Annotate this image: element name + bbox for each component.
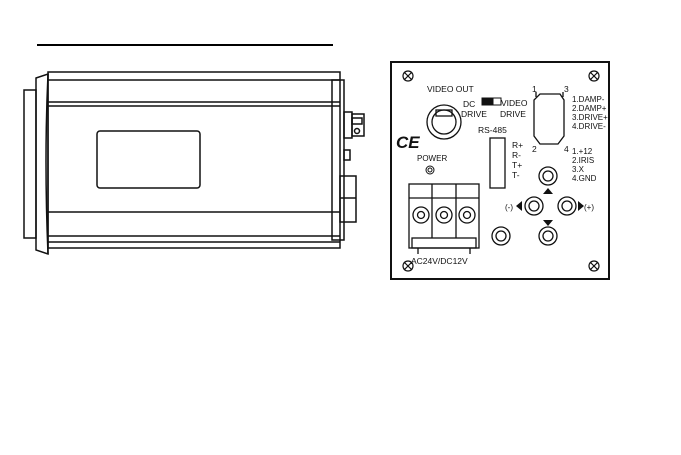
power-led-icon xyxy=(426,166,434,174)
camera-label-plate xyxy=(97,131,200,188)
side-connector xyxy=(340,176,356,222)
adjust-plus-label: (+) xyxy=(584,203,594,212)
dc-drive-label-2: DRIVE xyxy=(461,109,487,119)
down-arrow-icon xyxy=(543,220,553,226)
ce-mark: CE xyxy=(396,133,420,152)
up-arrow-icon xyxy=(543,188,553,194)
left-adjust-button xyxy=(525,197,543,215)
lens-corner-label: 2 xyxy=(532,144,537,154)
drive-select-switch xyxy=(482,98,501,105)
rs485-pin: R- xyxy=(512,150,521,160)
lens-corner-label: 3 xyxy=(564,84,569,94)
camera-rear-cap xyxy=(332,80,344,240)
lens-connector xyxy=(534,92,564,144)
up-adjust-button xyxy=(539,167,557,185)
rear-panel: VIDEO OUT DC DRIVE VIDEO DRIVE CE RS-485… xyxy=(391,62,609,279)
screw-icon xyxy=(403,71,413,81)
screw-icon xyxy=(589,71,599,81)
screw-icon xyxy=(589,261,599,271)
power-connector-label: AC24V/DC12V xyxy=(411,256,468,266)
camera-front-hood xyxy=(24,90,36,238)
lens-pin-label: 1.+12 xyxy=(572,147,593,156)
rs485-label: RS-485 xyxy=(478,125,507,135)
bnc-connector xyxy=(344,112,364,138)
left-arrow-icon xyxy=(516,201,522,211)
rs485-pin: T- xyxy=(512,170,520,180)
adjust-minus-label: (-) xyxy=(505,203,513,212)
rs485-pin: R+ xyxy=(512,140,523,150)
extra-button xyxy=(492,227,510,245)
right-adjust-button xyxy=(558,197,576,215)
dc-drive-label-1: DC xyxy=(463,99,475,109)
lens-corner-label: 1 xyxy=(532,84,537,94)
lens-pin-label: 3.DRIVE+ xyxy=(572,113,608,122)
video-drive-label-2: DRIVE xyxy=(500,109,526,119)
lens-corner-label: 4 xyxy=(564,144,569,154)
power-label: POWER xyxy=(417,154,447,163)
video-out-connector xyxy=(427,105,461,139)
down-adjust-button xyxy=(539,227,557,245)
lens-pin-label: 2.DAMP+ xyxy=(572,104,607,113)
lens-pin-label: 4.DRIVE- xyxy=(572,122,606,131)
camera-body xyxy=(48,72,340,248)
video-drive-label-1: VIDEO xyxy=(501,98,528,108)
lens-pin-label: 2.IRIS xyxy=(572,156,594,165)
lens-pin-label: 4.GND xyxy=(572,174,597,183)
camera-side-view xyxy=(24,72,364,254)
power-terminal-block xyxy=(409,184,479,254)
lens-pin-label: 3.X xyxy=(572,165,585,174)
lens-pin-label: 1.DAMP- xyxy=(572,95,605,104)
rs485-pin: T+ xyxy=(512,160,522,170)
rs485-terminal xyxy=(490,138,505,188)
video-out-label: VIDEO OUT xyxy=(427,84,474,94)
